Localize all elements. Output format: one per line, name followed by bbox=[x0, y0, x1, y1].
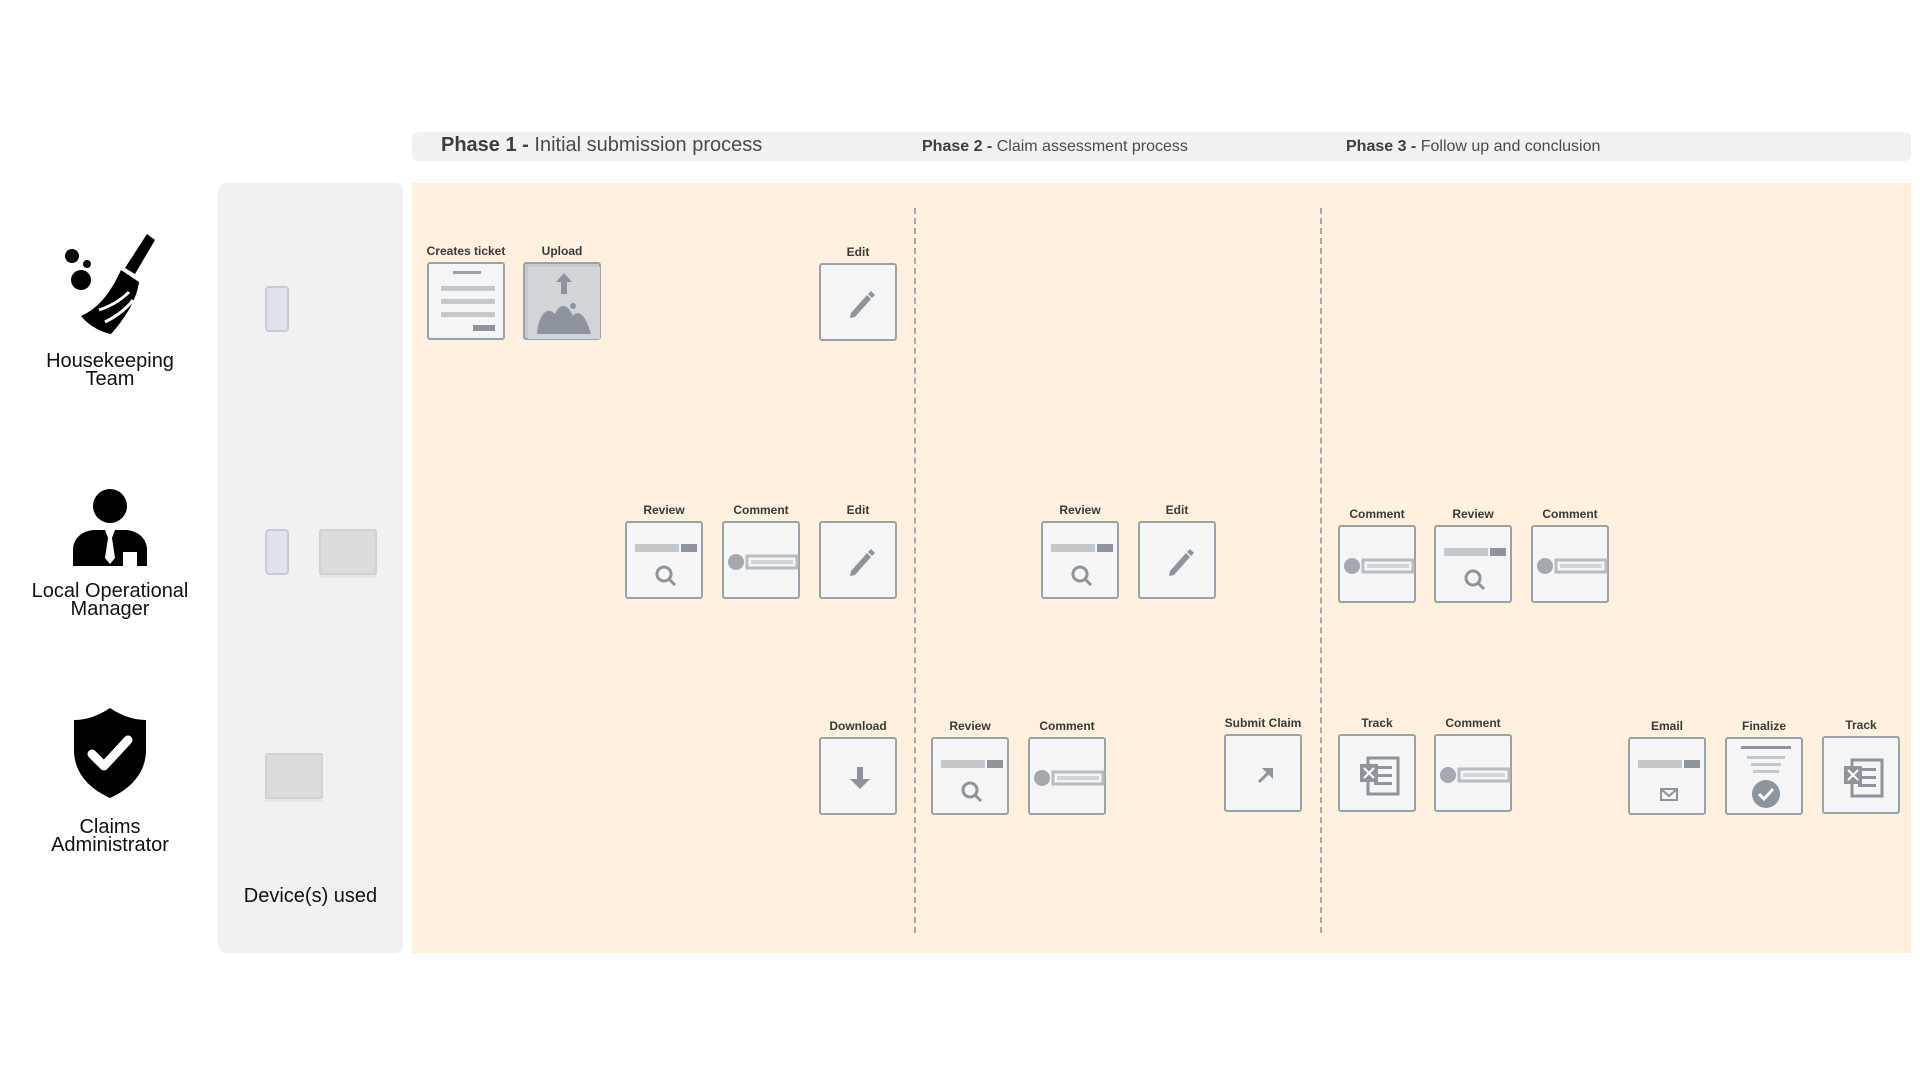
pencil-icon bbox=[1138, 521, 1216, 599]
broom-icon bbox=[65, 234, 155, 334]
action-finalize[interactable]: Finalize bbox=[1723, 719, 1805, 815]
phase-divider bbox=[914, 208, 916, 933]
search-icon bbox=[1041, 521, 1119, 599]
action-comment[interactable]: Comment bbox=[1336, 507, 1418, 603]
phase-header-bar: Phase 1 - Initial submission process Pha… bbox=[412, 132, 1911, 161]
arrow-up-right-icon bbox=[1224, 734, 1302, 812]
role-local-operational-manager: Local Operational Manager bbox=[0, 488, 220, 619]
phase-1-label: Phase 1 - Initial submission process bbox=[441, 134, 763, 156]
action-review[interactable]: Review bbox=[623, 503, 705, 599]
devices-used-label: Device(s) used bbox=[243, 885, 378, 907]
manager-person-icon bbox=[73, 489, 147, 566]
pencil-icon bbox=[819, 521, 897, 599]
action-track[interactable]: Track bbox=[1336, 716, 1418, 812]
comment-icon bbox=[1531, 525, 1609, 603]
spreadsheet-icon bbox=[1822, 736, 1900, 814]
action-download[interactable]: Download bbox=[817, 719, 899, 815]
phone-icon bbox=[265, 529, 289, 575]
email-icon bbox=[1628, 737, 1706, 815]
comment-icon bbox=[722, 521, 800, 599]
download-icon bbox=[819, 737, 897, 815]
action-edit[interactable]: Edit bbox=[817, 245, 899, 341]
search-icon bbox=[625, 521, 703, 599]
action-creates-ticket[interactable]: Creates ticket bbox=[425, 244, 507, 340]
role-claims-administrator: Claims Administrator bbox=[0, 706, 220, 855]
devices-column bbox=[218, 183, 403, 953]
action-comment[interactable]: Comment bbox=[1529, 507, 1611, 603]
comment-icon bbox=[1338, 525, 1416, 603]
search-icon bbox=[1434, 525, 1512, 603]
action-review[interactable]: Review bbox=[929, 719, 1011, 815]
phase-2-label: Phase 2 - Claim assessment process bbox=[922, 138, 1188, 155]
action-email[interactable]: Email bbox=[1626, 719, 1708, 815]
action-comment[interactable]: Comment bbox=[1432, 716, 1514, 812]
laptop-icon bbox=[265, 753, 323, 802]
image-upload-icon bbox=[523, 262, 601, 340]
phase-3-label: Phase 3 - Follow up and conclusion bbox=[1346, 138, 1601, 155]
action-edit[interactable]: Edit bbox=[817, 503, 899, 599]
action-upload[interactable]: Upload bbox=[521, 244, 603, 340]
action-review[interactable]: Review bbox=[1432, 507, 1514, 603]
shield-check-icon bbox=[74, 708, 146, 798]
laptop-icon bbox=[319, 529, 377, 578]
comment-icon bbox=[1434, 734, 1512, 812]
comment-icon bbox=[1028, 737, 1106, 815]
phone-icon bbox=[265, 286, 289, 332]
phase-divider bbox=[1320, 208, 1322, 933]
action-edit[interactable]: Edit bbox=[1136, 503, 1218, 599]
pencil-icon bbox=[819, 263, 897, 341]
role-housekeeping-team: Housekeeping Team bbox=[0, 230, 220, 389]
action-comment[interactable]: Comment bbox=[720, 503, 802, 599]
search-icon bbox=[931, 737, 1009, 815]
action-review[interactable]: Review bbox=[1039, 503, 1121, 599]
spreadsheet-icon bbox=[1338, 734, 1416, 812]
action-submit-claim[interactable]: Submit Claim bbox=[1222, 716, 1304, 812]
action-track[interactable]: Track bbox=[1820, 718, 1902, 814]
action-comment[interactable]: Comment bbox=[1026, 719, 1108, 815]
document-icon bbox=[427, 262, 505, 340]
finalize-check-icon bbox=[1725, 737, 1803, 815]
